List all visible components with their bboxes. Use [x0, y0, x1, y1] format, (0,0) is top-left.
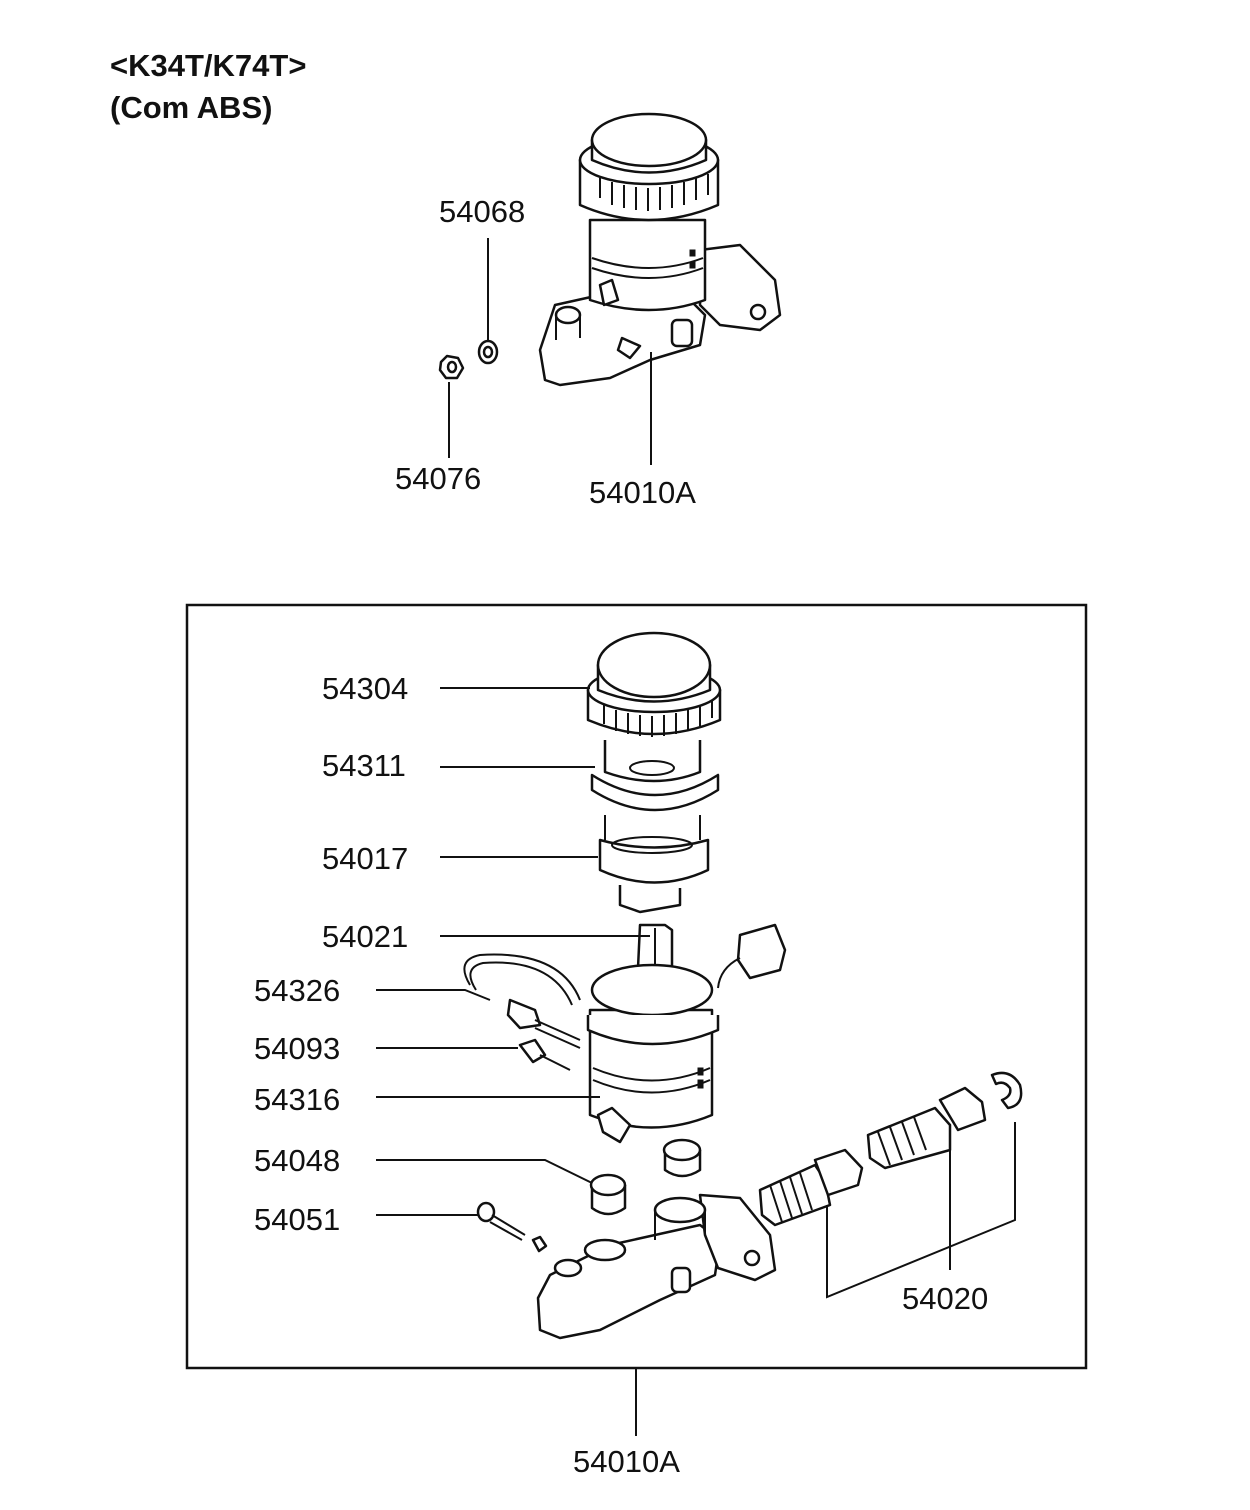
- exploded-parts-illustration: [463, 631, 1023, 1340]
- model-heading: <K34T/K74T>: [110, 48, 307, 83]
- label-54068: 54068: [439, 194, 525, 229]
- label-54304: 54304: [322, 671, 408, 706]
- label-54017: 54017: [322, 841, 408, 876]
- label-54076: 54076: [395, 461, 481, 496]
- label-54010a-top: 54010A: [589, 475, 696, 510]
- label-54093: 54093: [254, 1031, 340, 1066]
- label-54021: 54021: [322, 919, 408, 954]
- variant-heading: (Com ABS): [110, 90, 273, 125]
- label-54326: 54326: [254, 973, 340, 1008]
- label-54316: 54316: [254, 1082, 340, 1117]
- label-54051: 54051: [254, 1202, 340, 1237]
- label-54020: 54020: [902, 1281, 988, 1316]
- label-54010a-bottom: 54010A: [573, 1444, 680, 1479]
- top-master-cylinder-illustration: [438, 112, 782, 387]
- label-54048: 54048: [254, 1143, 340, 1178]
- label-54311: 54311: [322, 748, 406, 783]
